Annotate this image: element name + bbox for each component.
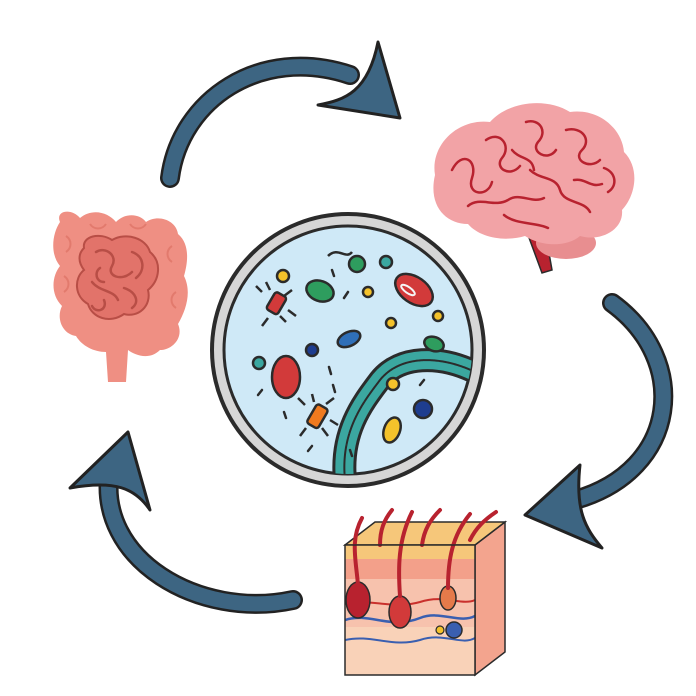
petri-dish-microbes-icon bbox=[210, 212, 486, 488]
skin-cross-section-icon bbox=[342, 508, 508, 677]
microbe-dashes bbox=[256, 268, 426, 458]
arrow-skin-to-gut bbox=[68, 430, 303, 614]
intestines-icon bbox=[53, 211, 188, 382]
cycle-arrows bbox=[68, 40, 674, 614]
arrow-brain-to-skin bbox=[523, 293, 674, 550]
brain-icon bbox=[433, 103, 635, 274]
arrow-gut-to-brain bbox=[160, 40, 402, 188]
microbe bbox=[251, 251, 445, 444]
bacteriophage bbox=[255, 281, 339, 437]
